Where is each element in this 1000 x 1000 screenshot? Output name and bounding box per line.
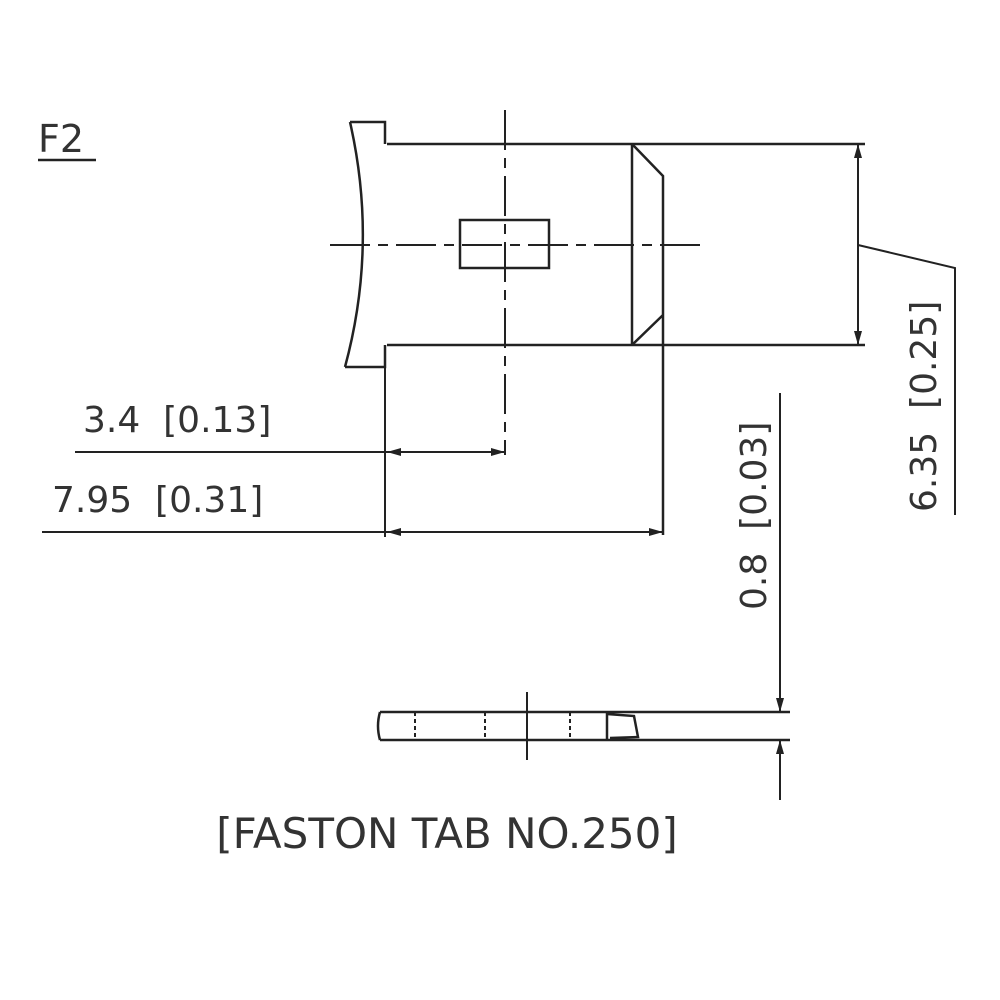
dim-6-35-text: 6.35 [0.25] (904, 301, 945, 512)
tab-outline (343, 120, 865, 369)
dim-7-95-text: 7.95 [0.31] (52, 480, 263, 521)
dim-3-4-text: 3.4 [0.13] (83, 400, 271, 441)
dim-0-8-text: 0.8 [0.03] (734, 422, 775, 610)
caption: [FASTON TAB NO.250] (216, 809, 678, 858)
side-hidden-lines (414, 712, 571, 740)
leader-6-35 (857, 244, 956, 515)
tab-tip (630, 143, 665, 535)
tab-side-view (376, 710, 790, 742)
view-label: F2 (38, 117, 84, 161)
